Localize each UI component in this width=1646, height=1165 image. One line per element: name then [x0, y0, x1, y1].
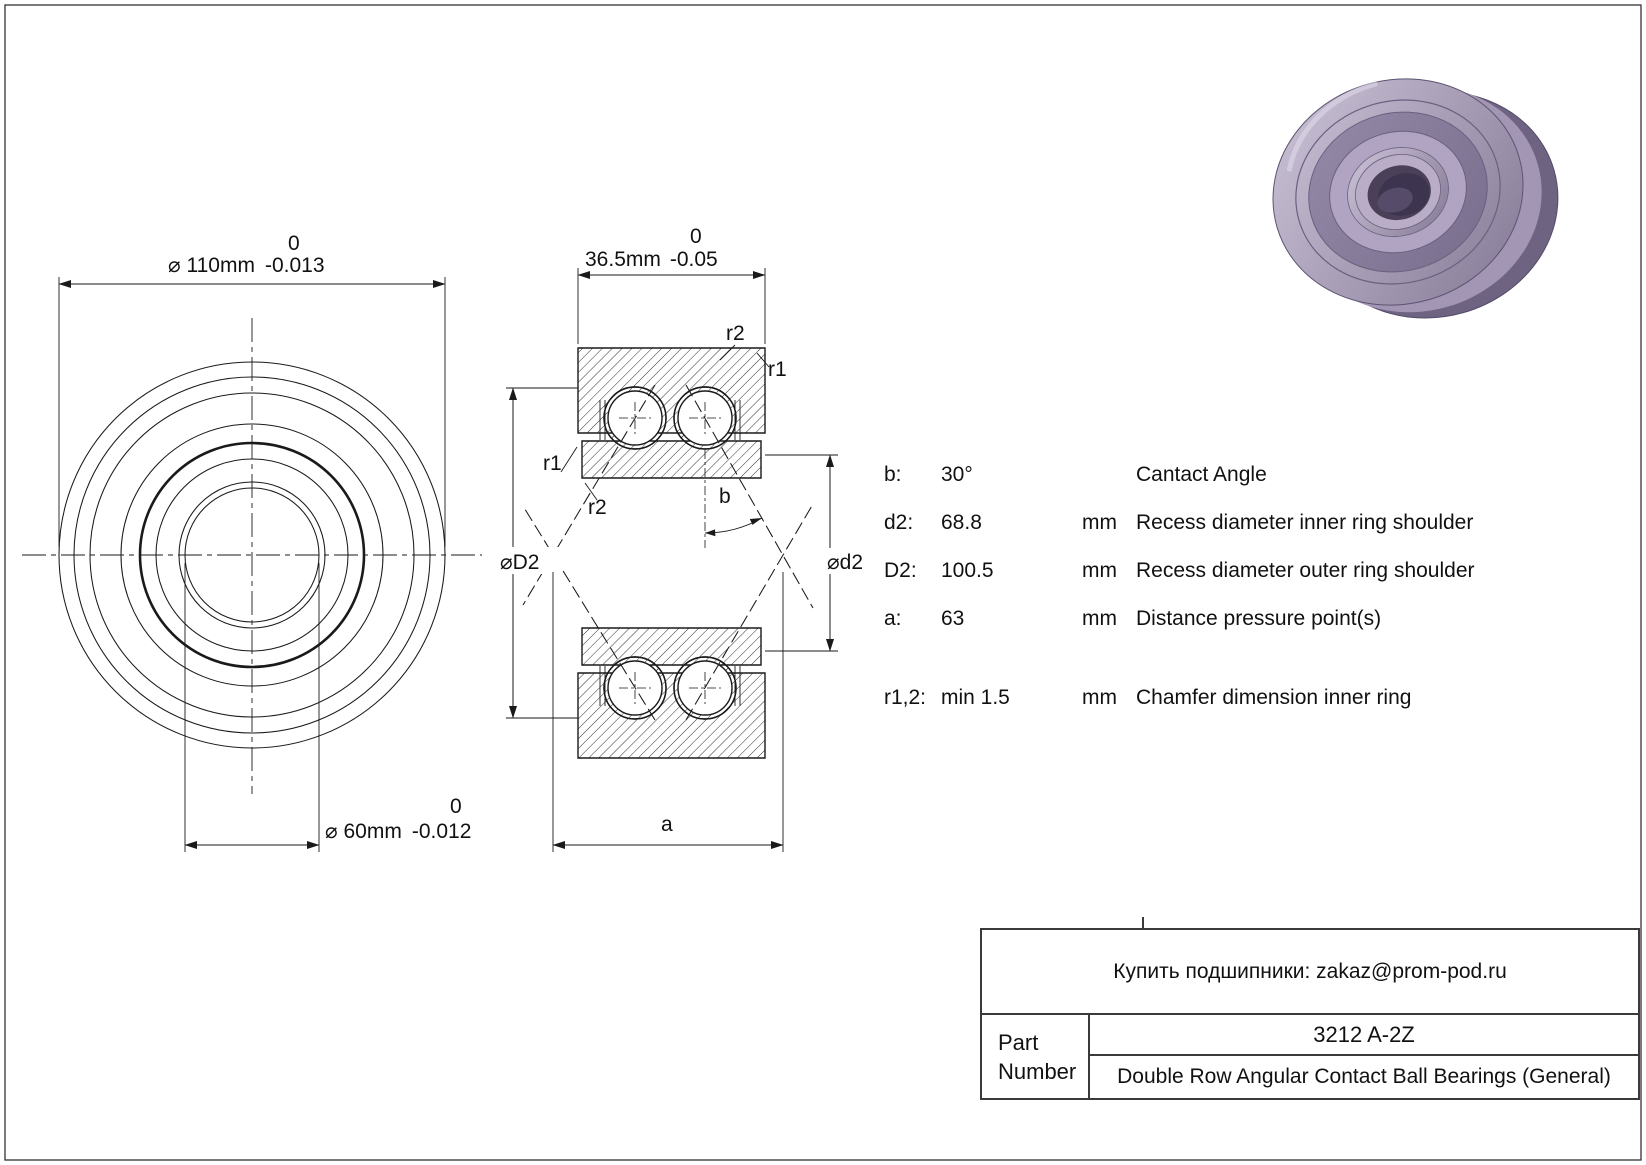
spec-key: a: — [884, 607, 902, 630]
contact-cell: Купить подшипники: zakaz@prom-pod.ru — [982, 930, 1638, 1015]
page-border — [4, 4, 1642, 1161]
front-view: 0 ⌀ 110mm-0.013 0 ⌀ 60mm-0.012 — [22, 232, 482, 852]
shield-marks — [599, 400, 741, 706]
a-label: a — [661, 813, 673, 836]
spec-value: 63 — [941, 607, 965, 630]
r2-left-label: r2 — [588, 496, 607, 519]
outer-dim-tolerance-upper: 0 — [288, 232, 300, 255]
spec-unit — [1082, 451, 1136, 499]
bore-dim-text: ⌀ 60mm-0.012 — [325, 820, 471, 843]
dimension-bore-diameter: 0 ⌀ 60mm-0.012 — [184, 563, 471, 852]
part-number-value: 3212 A-2Z — [1090, 1015, 1638, 1056]
r2-top-label: r2 — [726, 322, 745, 345]
spec-unit: mm — [1082, 511, 1117, 534]
D2-label: ⌀D2 — [500, 551, 540, 574]
dimension-outer-recess-D2: ⌀D2 — [497, 387, 578, 719]
contact-text: Купить подшипники: zakaz@prom-pod.ru — [1113, 959, 1507, 983]
outer-dim-text: ⌀ 110mm-0.013 — [168, 254, 325, 277]
bore-inner-wall — [1377, 187, 1413, 213]
angle-b-label: b — [719, 485, 731, 508]
spec-unit: mm — [1082, 607, 1117, 630]
d2-label: ⌀d2 — [827, 551, 863, 574]
dimension-outer-diameter: 0 ⌀ 110mm-0.013 — [58, 232, 446, 547]
spec-row-d2: d2: 68.8 mm Recess diameter inner ring s… — [884, 499, 1640, 547]
spec-desc: Recess diameter inner ring shoulder — [1136, 511, 1474, 534]
spec-unit: mm — [1082, 686, 1117, 709]
section-view: 0 36.5mm-0.05 r2 r1 r1 r2 b ⌀D2 — [497, 225, 885, 852]
spec-desc: Distance pressure point(s) — [1136, 607, 1382, 630]
spec-row-chamfer: r1,2: min 1.5 mm Chamfer dimension inner… — [884, 674, 1640, 722]
spec-row-D2: D2: 100.5 mm Recess diameter outer ring … — [884, 547, 1640, 595]
face-highlight — [1286, 81, 1378, 172]
spec-value: min 1.5 — [941, 686, 1010, 709]
title-block: Купить подшипники: zakaz@prom-pod.ru Par… — [980, 928, 1640, 1100]
dimension-width: 0 36.5mm-0.05 — [577, 225, 766, 344]
spec-desc: Recess diameter outer ring shoulder — [1136, 559, 1475, 582]
spec-key: b: — [884, 463, 902, 486]
r1-left-label: r1 — [543, 452, 562, 475]
width-dim-text: 36.5mm-0.05 — [585, 248, 718, 271]
width-dim-tolerance-upper: 0 — [690, 225, 702, 248]
part-number-label: Part Number — [982, 1015, 1090, 1098]
part-number-cells: 3212 A-2Z Double Row Angular Contact Bal… — [1090, 1015, 1638, 1098]
spec-unit: mm — [1082, 559, 1117, 582]
spec-desc: Chamfer dimension inner ring — [1136, 686, 1412, 709]
spec-value: 100.5 — [941, 559, 994, 582]
spec-row-contact-angle: b: 30° Cantact Angle — [884, 451, 1640, 499]
spec-row-a: a: 63 mm Distance pressure point(s) — [884, 595, 1640, 643]
spec-key: r1,2: — [884, 686, 927, 709]
spec-value: 68.8 — [941, 511, 982, 534]
spec-table: b: 30° Cantact Angle d2: 68.8 mm Recess … — [884, 451, 1640, 722]
spec-key: d2: — [884, 511, 914, 534]
chamfer-labels: r2 r1 r1 r2 — [543, 322, 787, 519]
outer-ring-bottom-section — [577, 656, 766, 759]
title-block-tick — [1142, 917, 1144, 928]
contact-angle-annotation: b — [704, 450, 763, 548]
pressure-lines — [522, 384, 814, 721]
bearing-3d-render — [1272, 78, 1559, 319]
r1-top-label: r1 — [768, 358, 787, 381]
spec-value: 30° — [941, 463, 973, 486]
part-description: Double Row Angular Contact Ball Bearings… — [1117, 1065, 1611, 1088]
dimension-pressure-distance-a: a — [552, 572, 784, 852]
dimension-inner-recess-d2: ⌀d2 — [765, 454, 885, 652]
title-block-lower: Part Number 3212 A-2Z Double Row Angular… — [982, 1015, 1638, 1098]
bore-dim-tolerance-upper: 0 — [450, 795, 462, 818]
outer-ring-top-section — [577, 347, 766, 450]
spec-key: D2: — [884, 559, 917, 582]
spec-desc: Cantact Angle — [1136, 463, 1267, 486]
outer-ring-edge — [1295, 99, 1501, 285]
